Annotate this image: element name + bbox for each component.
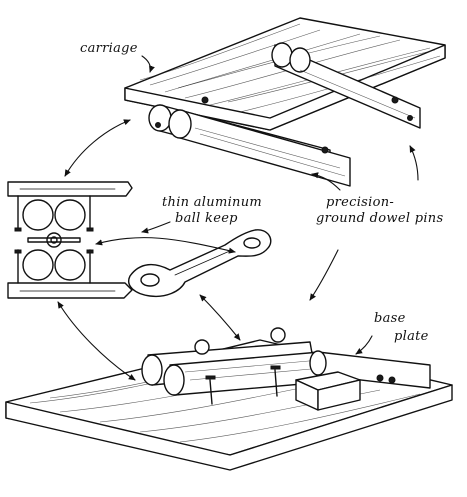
- label-ball-keep-line2: ball keep: [175, 211, 238, 226]
- label-dowel-line1: precision-: [326, 195, 394, 210]
- carriage-plate-edge: [124, 44, 446, 131]
- carriage-label-arrow: [141, 55, 155, 73]
- labels: carriage thin aluminum ball keep precisi…: [80, 41, 443, 344]
- label-base-line2: plate: [394, 329, 429, 344]
- carriage-to-detail-arrow: [64, 119, 131, 177]
- base-plate-arrow: [355, 335, 373, 355]
- callout-arrows: [57, 55, 419, 381]
- detail-to-base-arrow: [57, 301, 136, 381]
- base-plate-edge: [5, 384, 453, 471]
- carriage-assembly: [124, 17, 446, 187]
- dowel-pins-arrow-1: [311, 172, 341, 191]
- dowel-pins-arrow-2: [409, 145, 419, 181]
- base-plate-assembly: [5, 327, 453, 471]
- ball-keep-arrow: [141, 221, 171, 234]
- carriage-wood-grain: [139, 23, 441, 113]
- label-ball-keep-line1: thin aluminum: [162, 195, 262, 210]
- label-carriage: carriage: [80, 41, 138, 56]
- keep-to-detail-arrow: [95, 237, 236, 254]
- dowel-pins-arrow-3: [309, 249, 339, 301]
- ball-keep: [128, 229, 272, 298]
- label-dowel-line2: ground dowel pins: [316, 211, 443, 226]
- carriage-dowel-pins: [148, 42, 421, 187]
- keep-to-base-arrow: [199, 294, 241, 341]
- end-view-detail: [7, 181, 133, 299]
- label-base-line1: base: [374, 311, 406, 326]
